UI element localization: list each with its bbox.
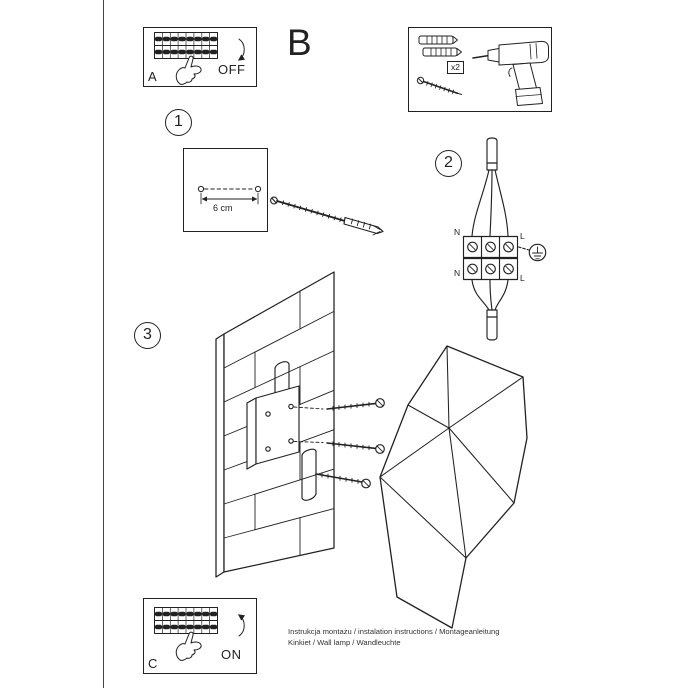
fuse-box-icon <box>154 607 219 634</box>
footer-text: Instrukcja montażu / instalation instruc… <box>288 627 499 648</box>
footer-line-2: Kinkiet / Wall lamp / Wandleuchte <box>288 637 401 647</box>
on-label: ON <box>221 647 242 662</box>
fuse-box-icon <box>154 32 219 59</box>
curved-arrow-up-icon <box>237 614 246 637</box>
off-label: OFF <box>218 62 246 77</box>
hand-icon <box>175 55 202 85</box>
hardware-box: x2 <box>408 27 552 112</box>
terminal-block-icon <box>462 235 519 281</box>
mounting-screws-icon <box>293 398 385 489</box>
step-1-badge: 1 <box>165 109 192 136</box>
wires-bottom-icon <box>471 279 509 311</box>
mounting-bracket-icon <box>246 361 317 501</box>
mains-cable-top-icon <box>486 137 498 171</box>
mains-cable-bottom-icon <box>486 309 498 341</box>
page-edge-line <box>103 0 104 688</box>
wiring-diagram <box>462 137 547 341</box>
panel-a-label: A <box>148 69 157 84</box>
hand-icon <box>175 631 202 661</box>
terminal-label-n-top: N <box>454 227 461 237</box>
dimension-label: 6 cm <box>213 203 233 213</box>
panel-c-label: C <box>148 656 158 671</box>
quantity-badge: x2 <box>447 61 464 74</box>
power-off-illustration <box>154 32 246 85</box>
step-3-badge: 3 <box>134 322 161 349</box>
hardware-illustration <box>416 35 549 106</box>
step3-assembly <box>215 271 528 629</box>
panel-a-box: A OFF <box>143 27 257 87</box>
section-b-label: B <box>287 22 312 63</box>
screw-icon <box>416 76 462 95</box>
ground-symbol-icon <box>517 243 547 262</box>
panel-c-box: C ON <box>143 598 257 674</box>
screw-anchor-icon <box>270 196 384 236</box>
step-2-badge: 2 <box>435 150 462 177</box>
drill-template-box: 6 cm <box>183 148 268 232</box>
drill-hole-icon <box>254 185 262 193</box>
power-on-illustration <box>154 607 246 661</box>
terminal-label-l-bottom: L <box>520 273 525 283</box>
curved-arrow-down-icon <box>237 38 246 61</box>
wires-icon <box>471 169 509 237</box>
drill-hole-icon <box>197 185 205 193</box>
drill-holes-illustration <box>197 185 262 205</box>
drill-icon <box>472 40 549 106</box>
terminal-label-l-top: L <box>520 231 525 241</box>
wall-anchor-icon <box>418 35 462 57</box>
footer-line-1: Instrukcja montażu / instalation instruc… <box>288 627 500 636</box>
terminal-label-n-bottom: N <box>454 268 461 278</box>
lampshade-icon <box>379 345 528 629</box>
